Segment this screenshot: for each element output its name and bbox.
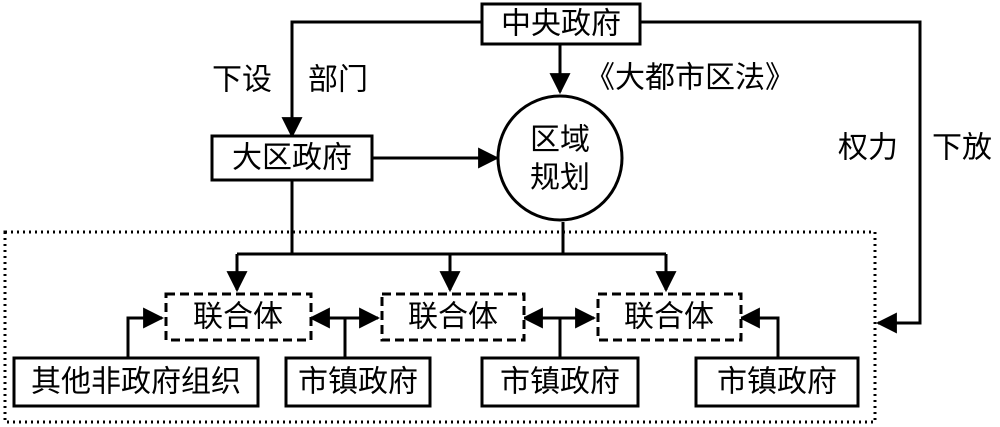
union-2-label: 联合体 [408,300,498,335]
node-regional-government: 大区政府 [210,134,374,182]
edge-town3-to-union3 [738,307,780,358]
node-town-government-1: 市镇政府 [284,356,432,408]
node-other-organizations: 其他非政府组织 [12,356,260,408]
regional-government-label: 大区政府 [232,141,352,176]
regional-planning-label-2: 规划 [530,161,590,196]
town-government-2-label: 市镇政府 [500,365,620,400]
union-1-label: 联合体 [193,300,283,335]
edge-label-power-a: 权力 [838,131,898,166]
node-union-3: 联合体 [596,292,743,342]
node-union-1: 联合体 [164,292,313,342]
node-regional-planning: 区域 规划 [496,94,624,222]
union-3-label: 联合体 [624,300,714,335]
edge-central-to-local [640,20,922,334]
edge-label-law: 《大都市区法》 [585,61,795,96]
edge-label-power-b: 下放 [932,131,992,166]
edge-label-setup-b: 部门 [308,63,368,98]
node-town-government-3: 市镇政府 [694,356,860,408]
connectors [126,20,922,358]
local-level-region [3,230,877,424]
regional-planning-label-1: 区域 [530,123,590,158]
edge-other-to-union1 [126,307,165,358]
town-government-1-label: 市镇政府 [298,365,418,400]
node-town-government-2: 市镇政府 [480,356,640,408]
node-union-2: 联合体 [380,292,526,342]
central-government-label: 中央政府 [501,7,621,42]
node-central-government: 中央政府 [480,2,642,46]
edge-label-setup-a: 下设 [212,63,272,98]
edge-central-to-regional [281,20,482,139]
town-government-3-label: 市镇政府 [717,365,837,400]
other-organizations-label: 其他非政府组织 [31,365,241,400]
